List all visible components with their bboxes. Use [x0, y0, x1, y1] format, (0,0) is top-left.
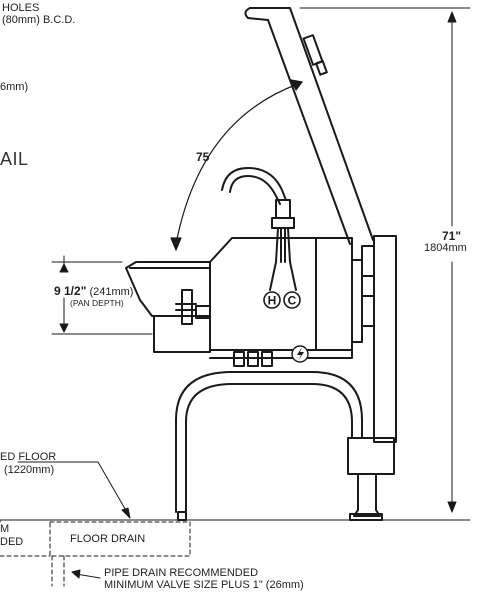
- left-partial-label-1: M: [0, 523, 10, 535]
- overall-height-value: 71": [442, 229, 462, 243]
- cold-connection: [283, 291, 301, 309]
- leg-frame: [175, 371, 363, 521]
- floor-drain-box: [0, 521, 191, 587]
- floor: [0, 519, 471, 523]
- overall-height-mm: 1804mm: [424, 242, 467, 254]
- hot-letter: H: [268, 294, 277, 308]
- pan-depth-dimension: [51, 255, 153, 335]
- hot-connection: [263, 291, 281, 309]
- floor-leader: [17, 461, 131, 519]
- pan-depth-value: 9 1/2": [54, 284, 87, 298]
- pipe-drain-label-line1: PIPE DRAIN RECOMMENDED: [104, 567, 259, 579]
- crank-wheel: [175, 289, 197, 325]
- left-partial-label-2: DED: [0, 536, 24, 548]
- partial-rail-label: AIL: [0, 149, 29, 169]
- cold-letter: C: [288, 294, 297, 308]
- pan-depth-dimension-text: 9 1/2" (241mm): [54, 285, 133, 299]
- pan-body: [125, 237, 363, 351]
- height-dimension: [299, 7, 471, 513]
- pipe-drain-leader: [71, 569, 101, 579]
- tilt-angle-arc: [170, 79, 303, 251]
- partial-mm-label: 6mm): [0, 81, 29, 93]
- floor-label-line1: ED FLOOR: [0, 451, 57, 463]
- floor-label-line2: (1220mm): [4, 464, 55, 476]
- lid: [244, 7, 374, 245]
- pipe-drain-label-line2: MINIMUM VALVE SIZE PLUS 1" (26mm): [104, 579, 304, 591]
- pan-depth-caption: (PAN DEPTH): [70, 298, 124, 308]
- hot-cold-connections: H C: [263, 291, 301, 309]
- holes-bcd-label: (80mm) B.C.D.: [2, 14, 76, 26]
- faucet: [221, 167, 297, 291]
- tilt-angle-value: 75: [196, 150, 210, 164]
- pan-depth-mm: (241mm): [89, 286, 134, 298]
- holes-label: HOLES: [2, 2, 40, 14]
- floor-drain-label: FLOOR DRAIN: [70, 533, 146, 545]
- right-console: [347, 235, 397, 521]
- lightning-bolt-icon: [291, 345, 309, 363]
- lower-frame: [153, 315, 353, 367]
